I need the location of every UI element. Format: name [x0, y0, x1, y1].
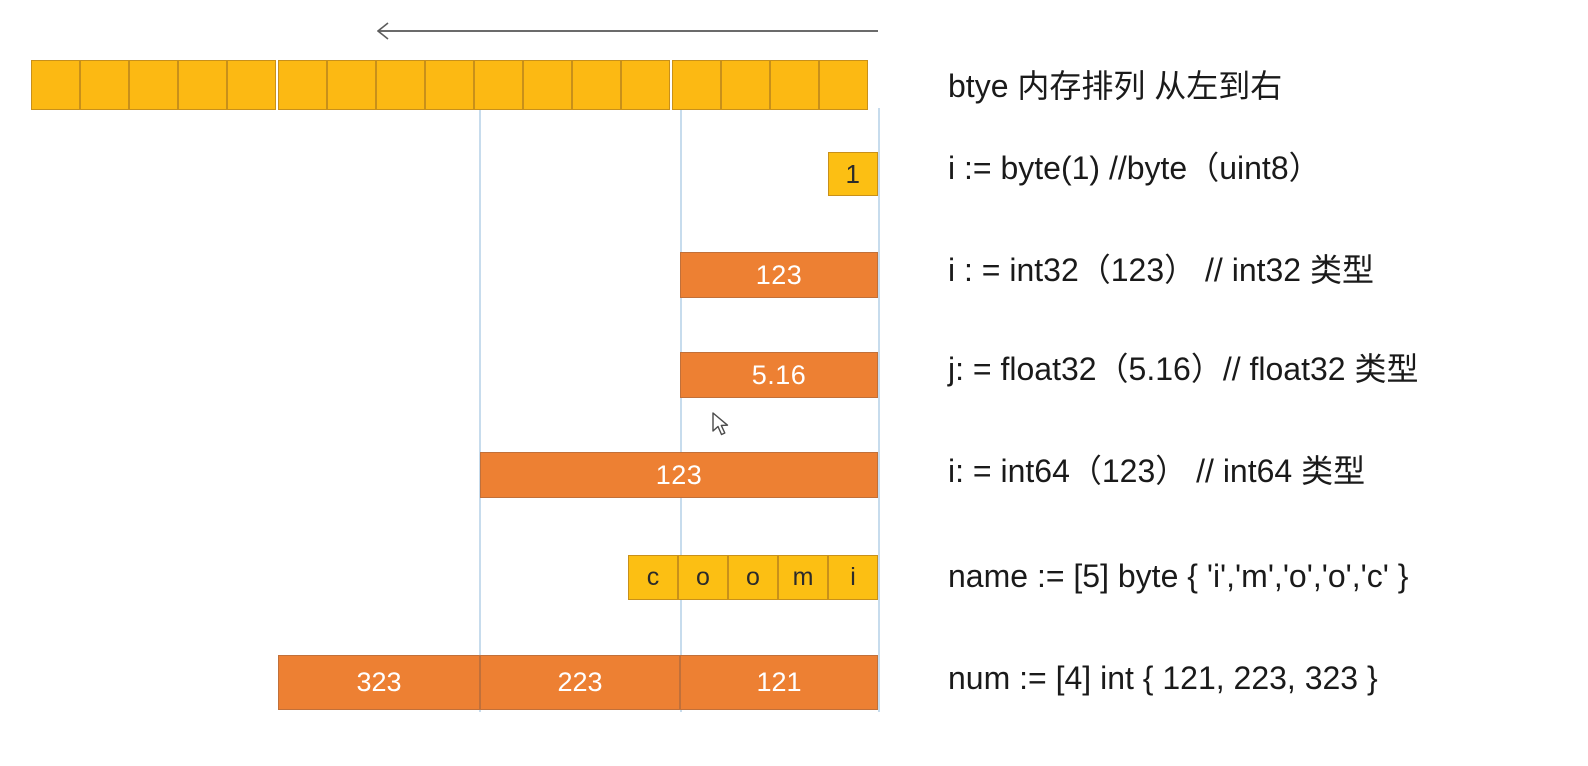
- byte-cell: [621, 60, 670, 110]
- guide-line-2: [680, 108, 682, 712]
- int-array-segment: 323: [278, 655, 480, 710]
- byte-cell: [819, 60, 868, 110]
- uint8-value-cell: 1: [828, 152, 878, 196]
- int64-value-bar: 123: [480, 452, 878, 498]
- byte-array-chip-label: o: [696, 563, 710, 591]
- byte-array-chip-label: i: [850, 563, 856, 591]
- arrow-left-icon: [377, 22, 389, 40]
- caption-memory-layout: btye 内存排列 从左到右: [948, 68, 1283, 104]
- byte-cell: [770, 60, 819, 110]
- memory-byte-strip: [31, 60, 878, 110]
- byte-array-chip: i: [828, 555, 878, 600]
- byte-cell: [31, 60, 80, 110]
- byte-array-row: c o o m i: [628, 555, 878, 600]
- int64-value-label: 123: [655, 459, 703, 490]
- byte-array-chip: m: [778, 555, 828, 600]
- byte-cell: [474, 60, 523, 110]
- int-array-segment-label: 223: [557, 667, 603, 697]
- byte-array-chip-label: o: [746, 563, 760, 591]
- caption-int32-declaration: i : = int32（123） // int32 类型: [948, 252, 1374, 288]
- caption-float32-declaration: j: = float32（5.16）// float32 类型: [948, 351, 1419, 387]
- mouse-pointer-icon: [712, 412, 729, 436]
- uint8-value-label: 1: [845, 158, 861, 189]
- byte-array-chip: o: [678, 555, 728, 600]
- byte-cell: [672, 60, 721, 110]
- byte-cell: [129, 60, 178, 110]
- arrow-line: [378, 30, 878, 32]
- guide-line-3: [878, 108, 880, 712]
- int-array-segment-label: 121: [756, 667, 802, 697]
- byte-cell: [278, 60, 327, 110]
- byte-cell: [227, 60, 276, 110]
- byte-array-chip-label: c: [646, 563, 660, 591]
- float32-value-label: 5.16: [751, 359, 807, 390]
- int-array-segment-label: 323: [356, 667, 402, 697]
- float32-value-bar: 5.16: [680, 352, 878, 398]
- byte-cell: [376, 60, 425, 110]
- int32-value-bar: 123: [680, 252, 878, 298]
- byte-cell: [425, 60, 474, 110]
- byte-cell: [523, 60, 572, 110]
- int32-value-label: 123: [755, 259, 803, 290]
- byte-array-chip: o: [728, 555, 778, 600]
- int-array-segment: 223: [480, 655, 680, 710]
- caption-byte-declaration: i := byte(1) //byte（uint8）: [948, 150, 1321, 186]
- byte-cell: [178, 60, 227, 110]
- byte-cell: [721, 60, 770, 110]
- int-array-segment: 121: [680, 655, 878, 710]
- byte-cell: [572, 60, 621, 110]
- byte-array-chip: c: [628, 555, 678, 600]
- caption-byte-array-declaration: name := [5] byte { 'i','m','o','o','c' }: [948, 558, 1409, 594]
- int-array-row: 323 223 121: [278, 655, 878, 710]
- direction-arrow: [377, 22, 878, 40]
- caption-int-array-declaration: num := [4] int { 121, 223, 323 }: [948, 660, 1378, 696]
- byte-cell: [80, 60, 129, 110]
- byte-cell: [327, 60, 376, 110]
- guide-line-1: [479, 108, 481, 712]
- caption-int64-declaration: i: = int64（123） // int64 类型: [948, 453, 1366, 489]
- byte-array-chip-label: m: [792, 563, 814, 591]
